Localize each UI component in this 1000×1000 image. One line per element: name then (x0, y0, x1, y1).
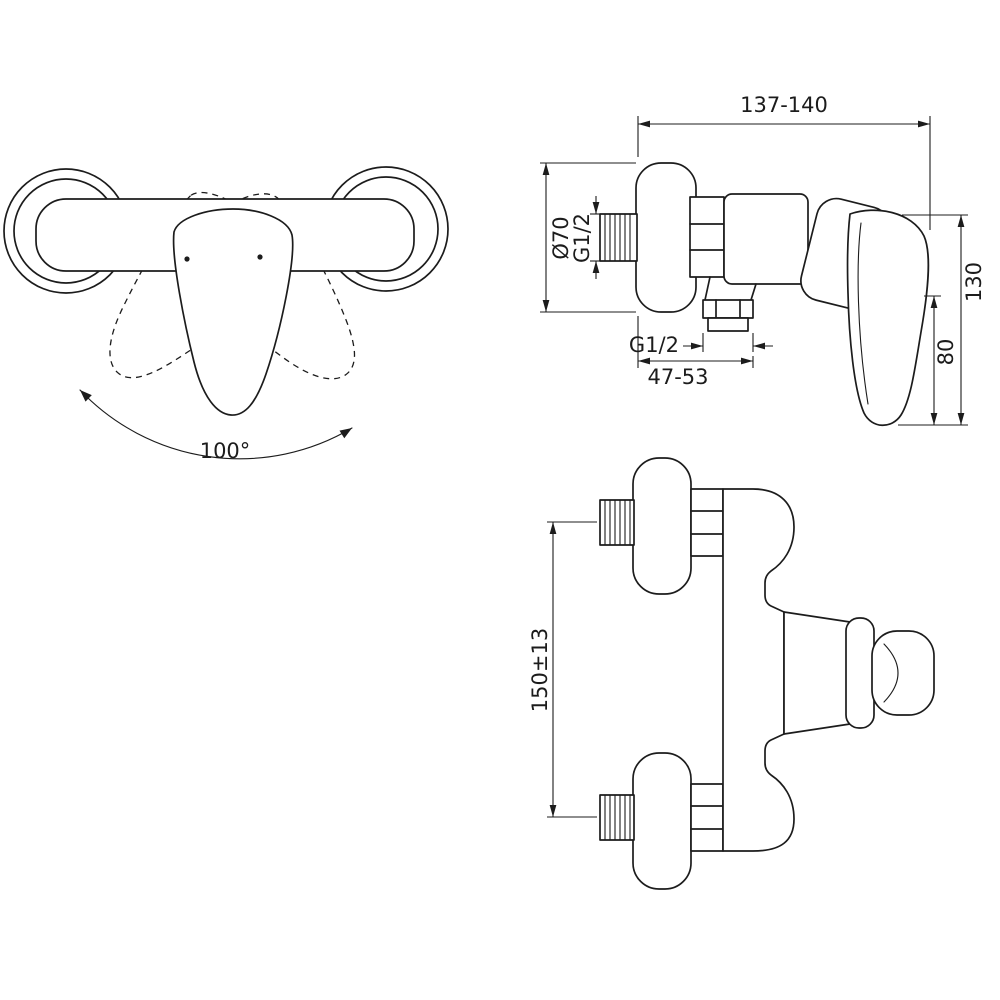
inlet-thread-label: G1/2 (570, 213, 594, 263)
dimension-hole-distance: 150±13 (528, 521, 597, 818)
handle-plan (871, 630, 935, 716)
wall-flange-top (632, 457, 692, 595)
side-view: 137-140 Ø70 G1/2 G1/2 (540, 93, 986, 427)
cartridge-connector-plan (783, 611, 851, 735)
front-view: 100° (3, 166, 449, 463)
rotation-arc-arrow-left (80, 390, 92, 402)
inlet-thread-hatching (604, 213, 631, 262)
inlet-nipple-top (599, 499, 635, 546)
wall-flange-bottom (632, 752, 692, 890)
dimension-outlet-thread: G1/2 (629, 333, 773, 357)
dimension-flange-diameter: Ø70 (540, 162, 636, 313)
inlet-nipple-top-hatching (604, 499, 631, 546)
dimension-width: 137-140 (637, 93, 931, 230)
handle-indicator-dot-left (184, 256, 190, 262)
hex-nut-side (689, 196, 725, 278)
hex-nut-top-flats (690, 510, 724, 535)
hex-nut-flats (689, 223, 725, 251)
mixer-body-side (723, 193, 809, 285)
hex-nut-bottom-flats (690, 805, 724, 830)
dimension-inlet-thread: G1/2 (570, 196, 600, 279)
handle-side-contour-line (857, 222, 869, 405)
plan-view: 150±13 (528, 457, 935, 890)
total-height-label: 130 (962, 262, 986, 302)
inlet-nipple-bottom (599, 794, 635, 841)
hex-nut-top (690, 488, 724, 557)
hole-distance-label: 150±13 (528, 628, 552, 712)
rotation-arc (79, 389, 353, 460)
lower-height-label: 80 (934, 339, 958, 366)
handle-front (172, 208, 294, 416)
width-dimension-label: 137-140 (740, 93, 828, 117)
outlet-side (702, 276, 757, 332)
flange-diameter-label: Ø70 (549, 216, 573, 259)
handle-indicator-dot-right (257, 254, 263, 260)
hex-nut-bottom (690, 783, 724, 852)
inlet-nipple-bottom-hatching (604, 794, 631, 841)
dimension-outlet-depth: 47-53 (637, 316, 754, 389)
dimension-total-height: 130 (898, 214, 986, 426)
handle-plan-contour-line (883, 643, 899, 703)
outlet-thread-label: G1/2 (629, 333, 679, 357)
dimension-lower-height: 80 (924, 295, 958, 425)
outlet-depth-label: 47-53 (647, 365, 708, 389)
angle-dimension-label: 100° (200, 439, 251, 463)
inlet-nipple-side (599, 213, 638, 262)
wall-flange-side (635, 162, 697, 313)
handle-escutcheon-plan (845, 617, 875, 729)
handle-side (846, 209, 930, 427)
rotation-arc-arrow-right (339, 428, 352, 439)
